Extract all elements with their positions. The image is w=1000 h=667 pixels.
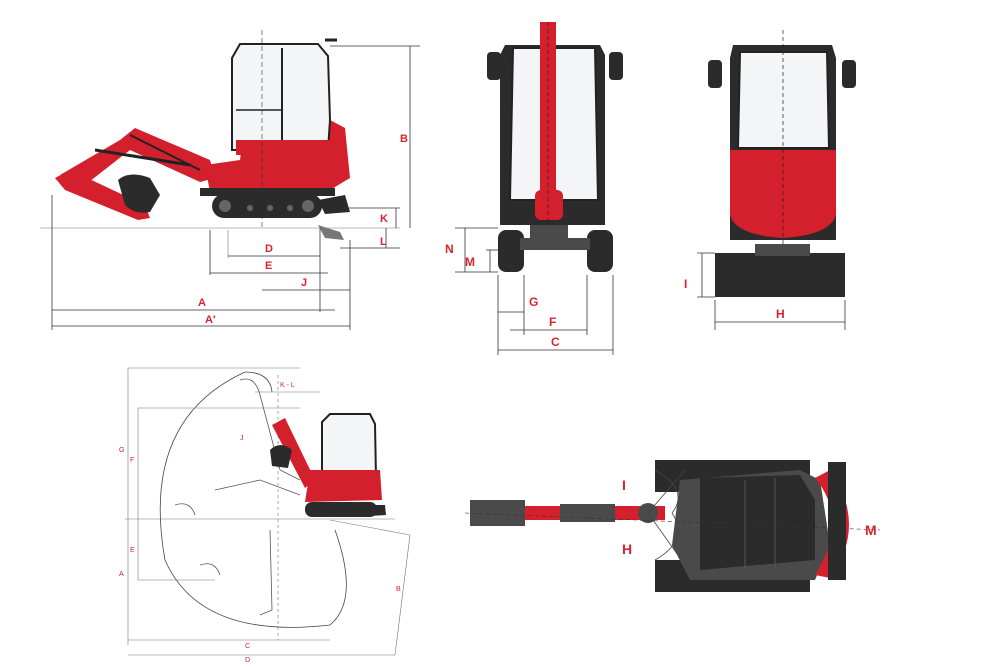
rear-view: I H xyxy=(684,30,856,330)
wr-label-J: J xyxy=(240,435,244,442)
front-view: N M G F C xyxy=(445,22,623,355)
front-right-track xyxy=(587,230,613,272)
front-label-N: N xyxy=(445,242,454,256)
front-label-F: F xyxy=(549,315,556,329)
wr-label-E: E xyxy=(130,547,135,554)
wr-label-A: A xyxy=(119,571,124,578)
front-left-mirror xyxy=(487,52,501,80)
side-label-L: L xyxy=(380,236,387,248)
side-label-J: J xyxy=(301,277,307,289)
wr-label-D: D xyxy=(245,657,250,664)
side-dimension-lines xyxy=(51,45,420,330)
side-label-A: A xyxy=(198,297,206,309)
working-range-view: K - L J G F E A B C D xyxy=(119,367,411,664)
side-label-E: E xyxy=(265,260,272,272)
side-view: B K L D E J A A' xyxy=(40,30,420,330)
wr-label-B: B xyxy=(396,586,401,593)
working-envelope xyxy=(159,371,347,628)
side-label-B: B xyxy=(400,133,408,145)
side-tracks xyxy=(212,194,350,240)
front-boom xyxy=(530,22,568,239)
working-range-machine xyxy=(270,413,386,517)
rear-left-mirror xyxy=(708,60,722,88)
top-label-I: I xyxy=(622,477,626,493)
front-label-G: G xyxy=(529,295,538,309)
front-left-track xyxy=(498,230,524,272)
rear-label-H: H xyxy=(776,307,785,321)
ghost-arm-positions xyxy=(174,378,301,616)
rear-dimension-lines xyxy=(697,252,846,330)
front-right-mirror xyxy=(609,52,623,80)
side-label-K: K xyxy=(380,213,388,225)
rear-tracks xyxy=(715,253,845,297)
front-label-C: C xyxy=(551,335,560,349)
top-label-M: M xyxy=(865,522,877,538)
side-boom-arm xyxy=(55,128,215,220)
wr-label-K-L: K - L xyxy=(280,382,295,389)
side-label-A-prime: A' xyxy=(205,314,216,326)
side-cab xyxy=(231,38,337,155)
side-label-D: D xyxy=(265,243,273,255)
front-label-M: M xyxy=(465,255,475,269)
wr-label-F: F xyxy=(130,457,134,464)
wr-label-G: G xyxy=(119,447,124,454)
wr-label-C: C xyxy=(245,643,250,650)
rear-right-mirror xyxy=(842,60,856,88)
top-boom xyxy=(464,500,881,531)
front-dimension-lines xyxy=(455,227,614,355)
top-view: I H M xyxy=(464,460,881,592)
rear-label-I: I xyxy=(684,277,687,291)
top-label-H: H xyxy=(622,541,632,557)
